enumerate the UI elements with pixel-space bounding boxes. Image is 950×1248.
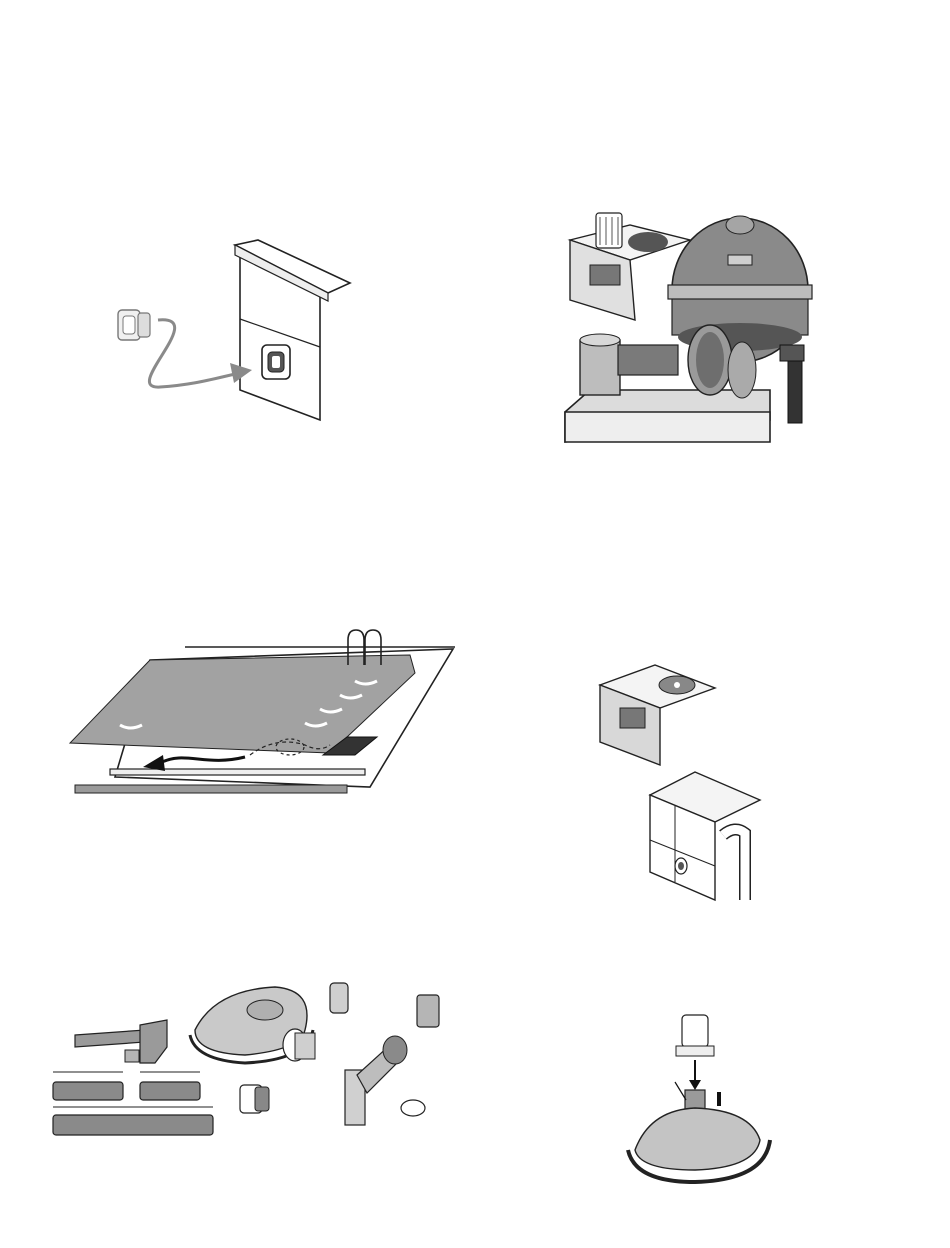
tool-key-icon: [75, 1020, 167, 1063]
sand-filter-icon: [668, 216, 812, 362]
pool-cleaner-icon: [628, 1108, 770, 1182]
wall-fitting-icon: [675, 858, 687, 874]
loose-fitting-icon: [118, 310, 150, 340]
pool-layout-figure: [65, 625, 465, 800]
skimmer-unit-icon: [600, 665, 715, 765]
fitting-install-figure: [100, 235, 370, 430]
cleaner-connect-figure: [620, 1010, 780, 1190]
hose-adapter-icon: [676, 1015, 714, 1056]
equipment-kit-figure: [560, 205, 845, 450]
return-fitting-icon: [262, 345, 290, 379]
y-fitting-icon: [345, 1036, 425, 1125]
hose-section-icon: [53, 1072, 213, 1135]
skimmer-wall-figure: [595, 660, 775, 910]
cleaner-parts-figure: [45, 975, 465, 1150]
